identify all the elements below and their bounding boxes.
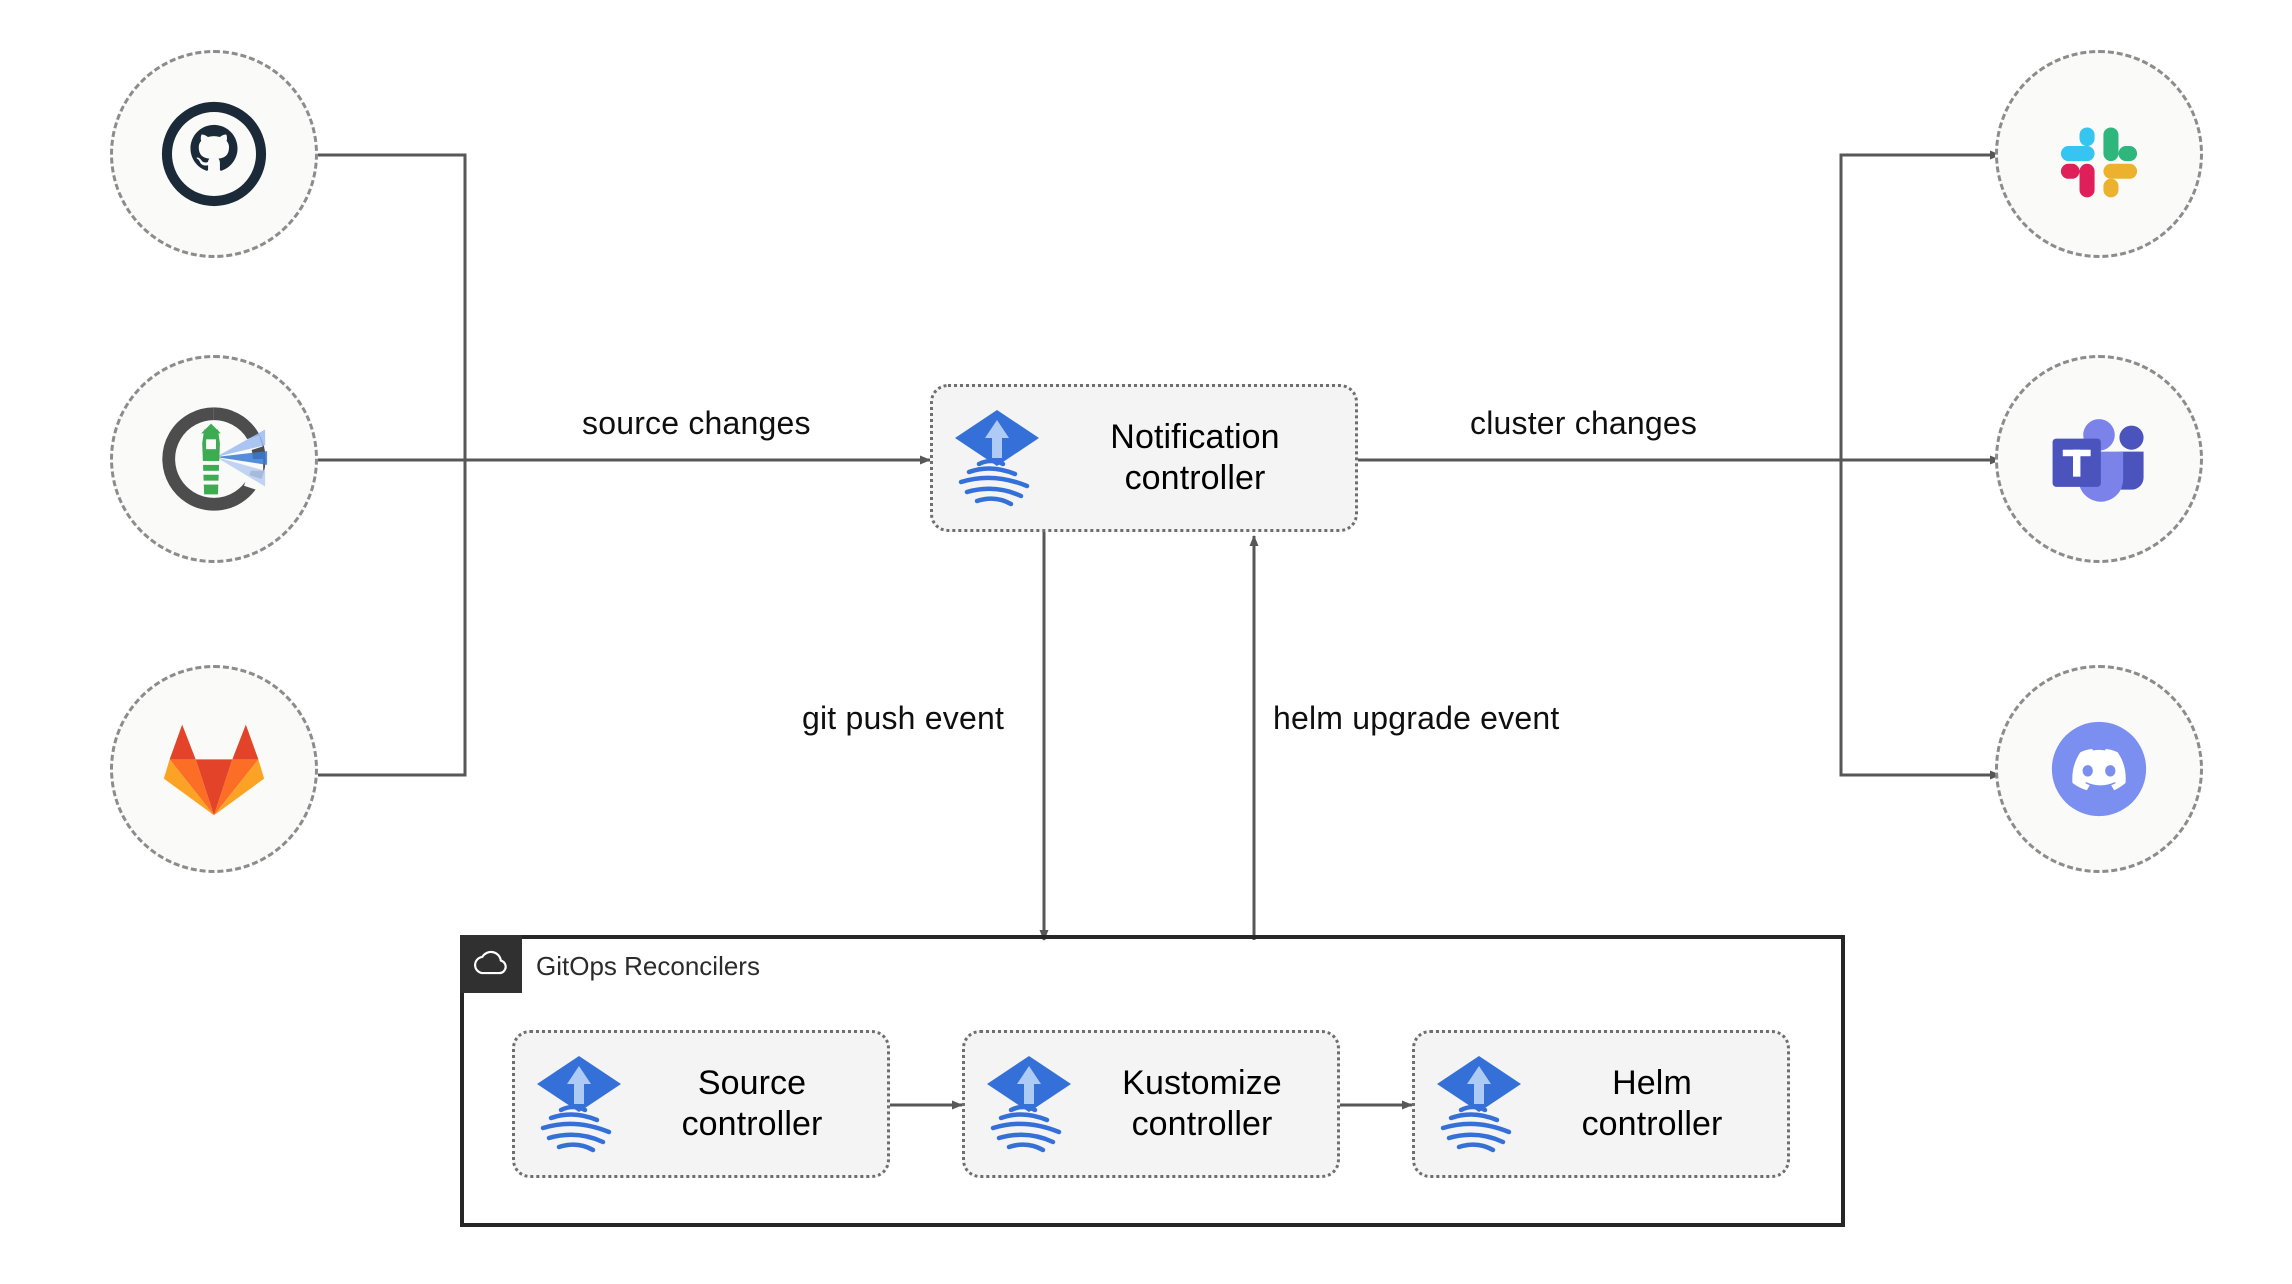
discord-icon (2045, 715, 2153, 823)
source-controller-card[interactable]: Source controller (512, 1030, 890, 1178)
edge-label-cluster-changes: cluster changes (1470, 405, 1698, 441)
github-icon (158, 98, 270, 210)
helm-controller-label: Helm controller (1581, 1063, 1723, 1143)
flux-lighthouse-icon (155, 400, 273, 518)
gitops-reconcilers-container (460, 935, 1845, 1227)
kustomize-controller-card[interactable]: Kustomize controller (962, 1030, 1340, 1178)
helm-controller-card[interactable]: Helm controller (1412, 1030, 1790, 1178)
flux-controller-icon (1433, 1052, 1525, 1156)
edge-label-git-push-event: git push event (802, 700, 1005, 736)
kustomize-controller-label: Kustomize controller (1122, 1063, 1282, 1143)
microsoft-teams-icon (2041, 407, 2157, 511)
slack-icon (2045, 100, 2153, 208)
gitlab-icon (156, 715, 272, 823)
source-controller-label: Source controller (681, 1063, 823, 1143)
source-node-github[interactable] (110, 50, 318, 258)
flux-controller-icon (533, 1052, 625, 1156)
destination-node-discord[interactable] (1995, 665, 2203, 873)
flux-controller-icon (951, 406, 1043, 510)
destination-node-slack[interactable] (1995, 50, 2203, 258)
edge-label-source-changes: source changes (582, 405, 811, 441)
destination-node-teams[interactable] (1995, 355, 2203, 563)
wire-to-discord (1839, 460, 2001, 780)
flux-controller-icon (983, 1052, 1075, 1156)
source-node-gitlab[interactable] (110, 665, 318, 873)
notification-controller-label: Notification controller (1110, 417, 1280, 497)
wire-to-slack (1839, 150, 2001, 460)
source-node-flux[interactable] (110, 355, 318, 563)
wire-sources-trunk (318, 153, 467, 777)
cloud-icon (460, 935, 522, 993)
edge-label-helm-upgrade-event: helm upgrade event (1273, 700, 1560, 736)
notification-controller-card[interactable]: Notification controller (930, 384, 1358, 532)
gitops-reconcilers-title: GitOps Reconcilers (536, 951, 760, 981)
